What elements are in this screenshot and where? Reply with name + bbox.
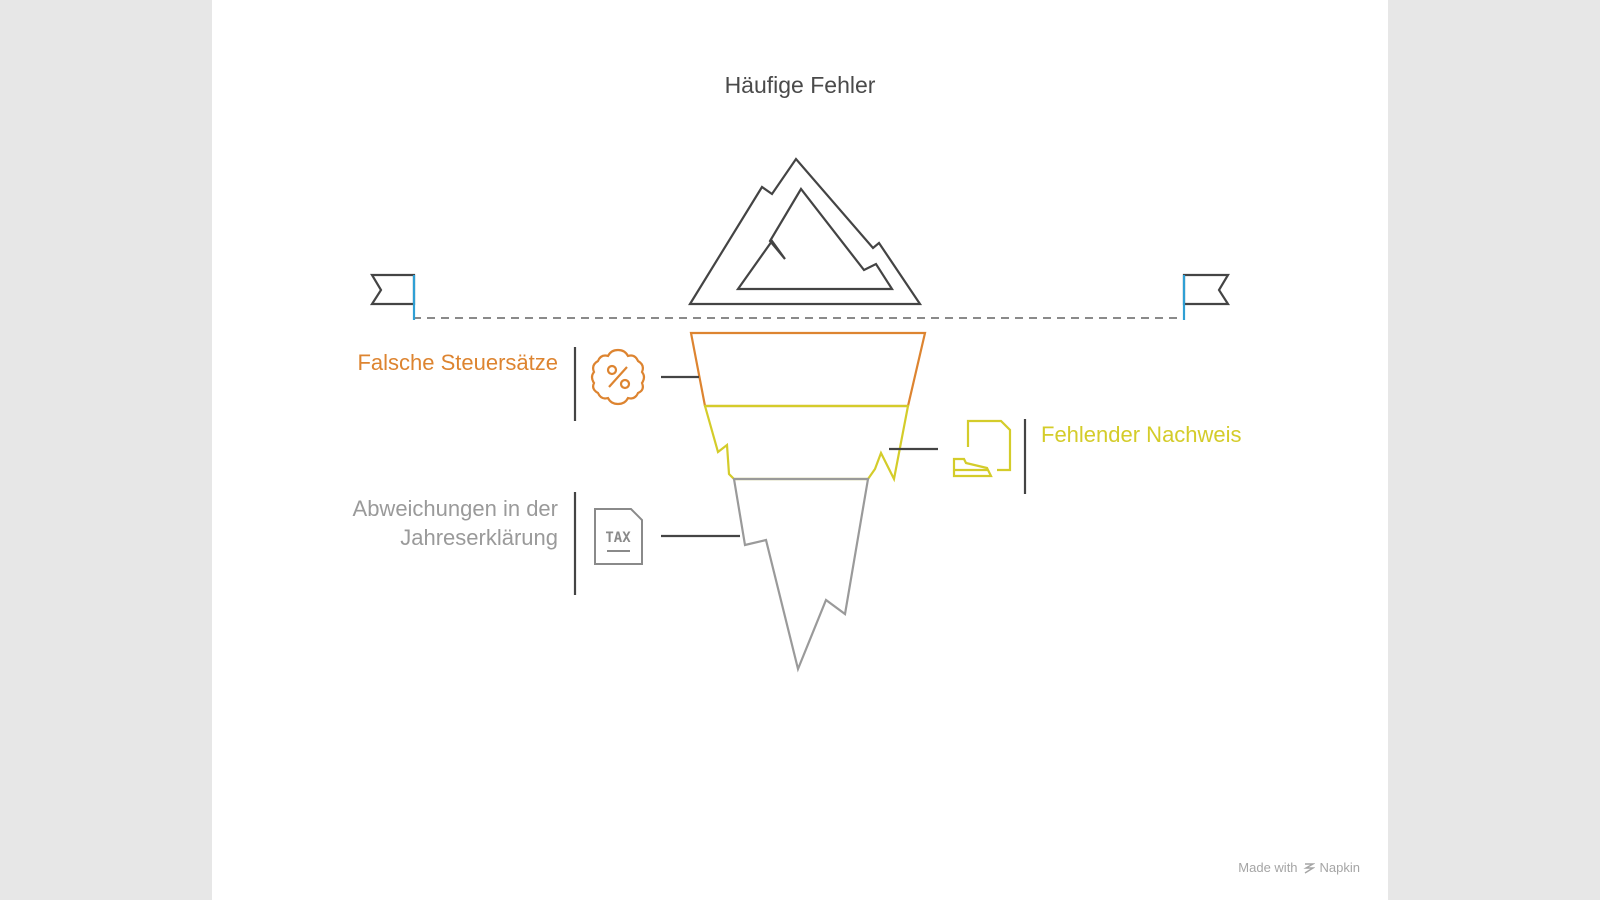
made-with-napkin: Made with Napkin (1238, 860, 1360, 875)
slide: Häufige Fehler (212, 0, 1388, 900)
iceberg-tip (688, 157, 923, 306)
item-2-label: Fehlender Nachweis (1041, 422, 1242, 447)
item-1-label: Falsche Steuersätze (357, 350, 558, 375)
iceberg-diagram: TAX (369, 157, 1231, 673)
percent-badge-icon (590, 348, 646, 406)
iceberg-layer-middle (703, 404, 910, 483)
napkin-logo-icon (1302, 862, 1315, 874)
label-fehlender-nachweis: Fehlender Nachweis (1041, 420, 1242, 449)
made-with-text: Made with (1238, 860, 1298, 875)
left-flag-icon (369, 273, 416, 320)
item-3-label-line2: Jahreserklärung (400, 525, 558, 550)
napkin-brand-text: Napkin (1319, 860, 1360, 875)
label-abweichungen: Abweichungen in der Jahreserklärung (353, 494, 558, 552)
right-flag-icon (1182, 273, 1231, 320)
tax-document-label: TAX (605, 530, 631, 546)
iceberg-layer-bottom (732, 477, 870, 673)
iceberg-layer-top (689, 331, 927, 408)
document-hand-icon (952, 419, 1012, 478)
label-falsche-steuersaetze: Falsche Steuersätze (357, 348, 558, 377)
tax-document-icon (594, 508, 643, 565)
diagram-title: Häufige Fehler (724, 72, 876, 98)
item-3-label-line1: Abweichungen in der (352, 496, 558, 521)
